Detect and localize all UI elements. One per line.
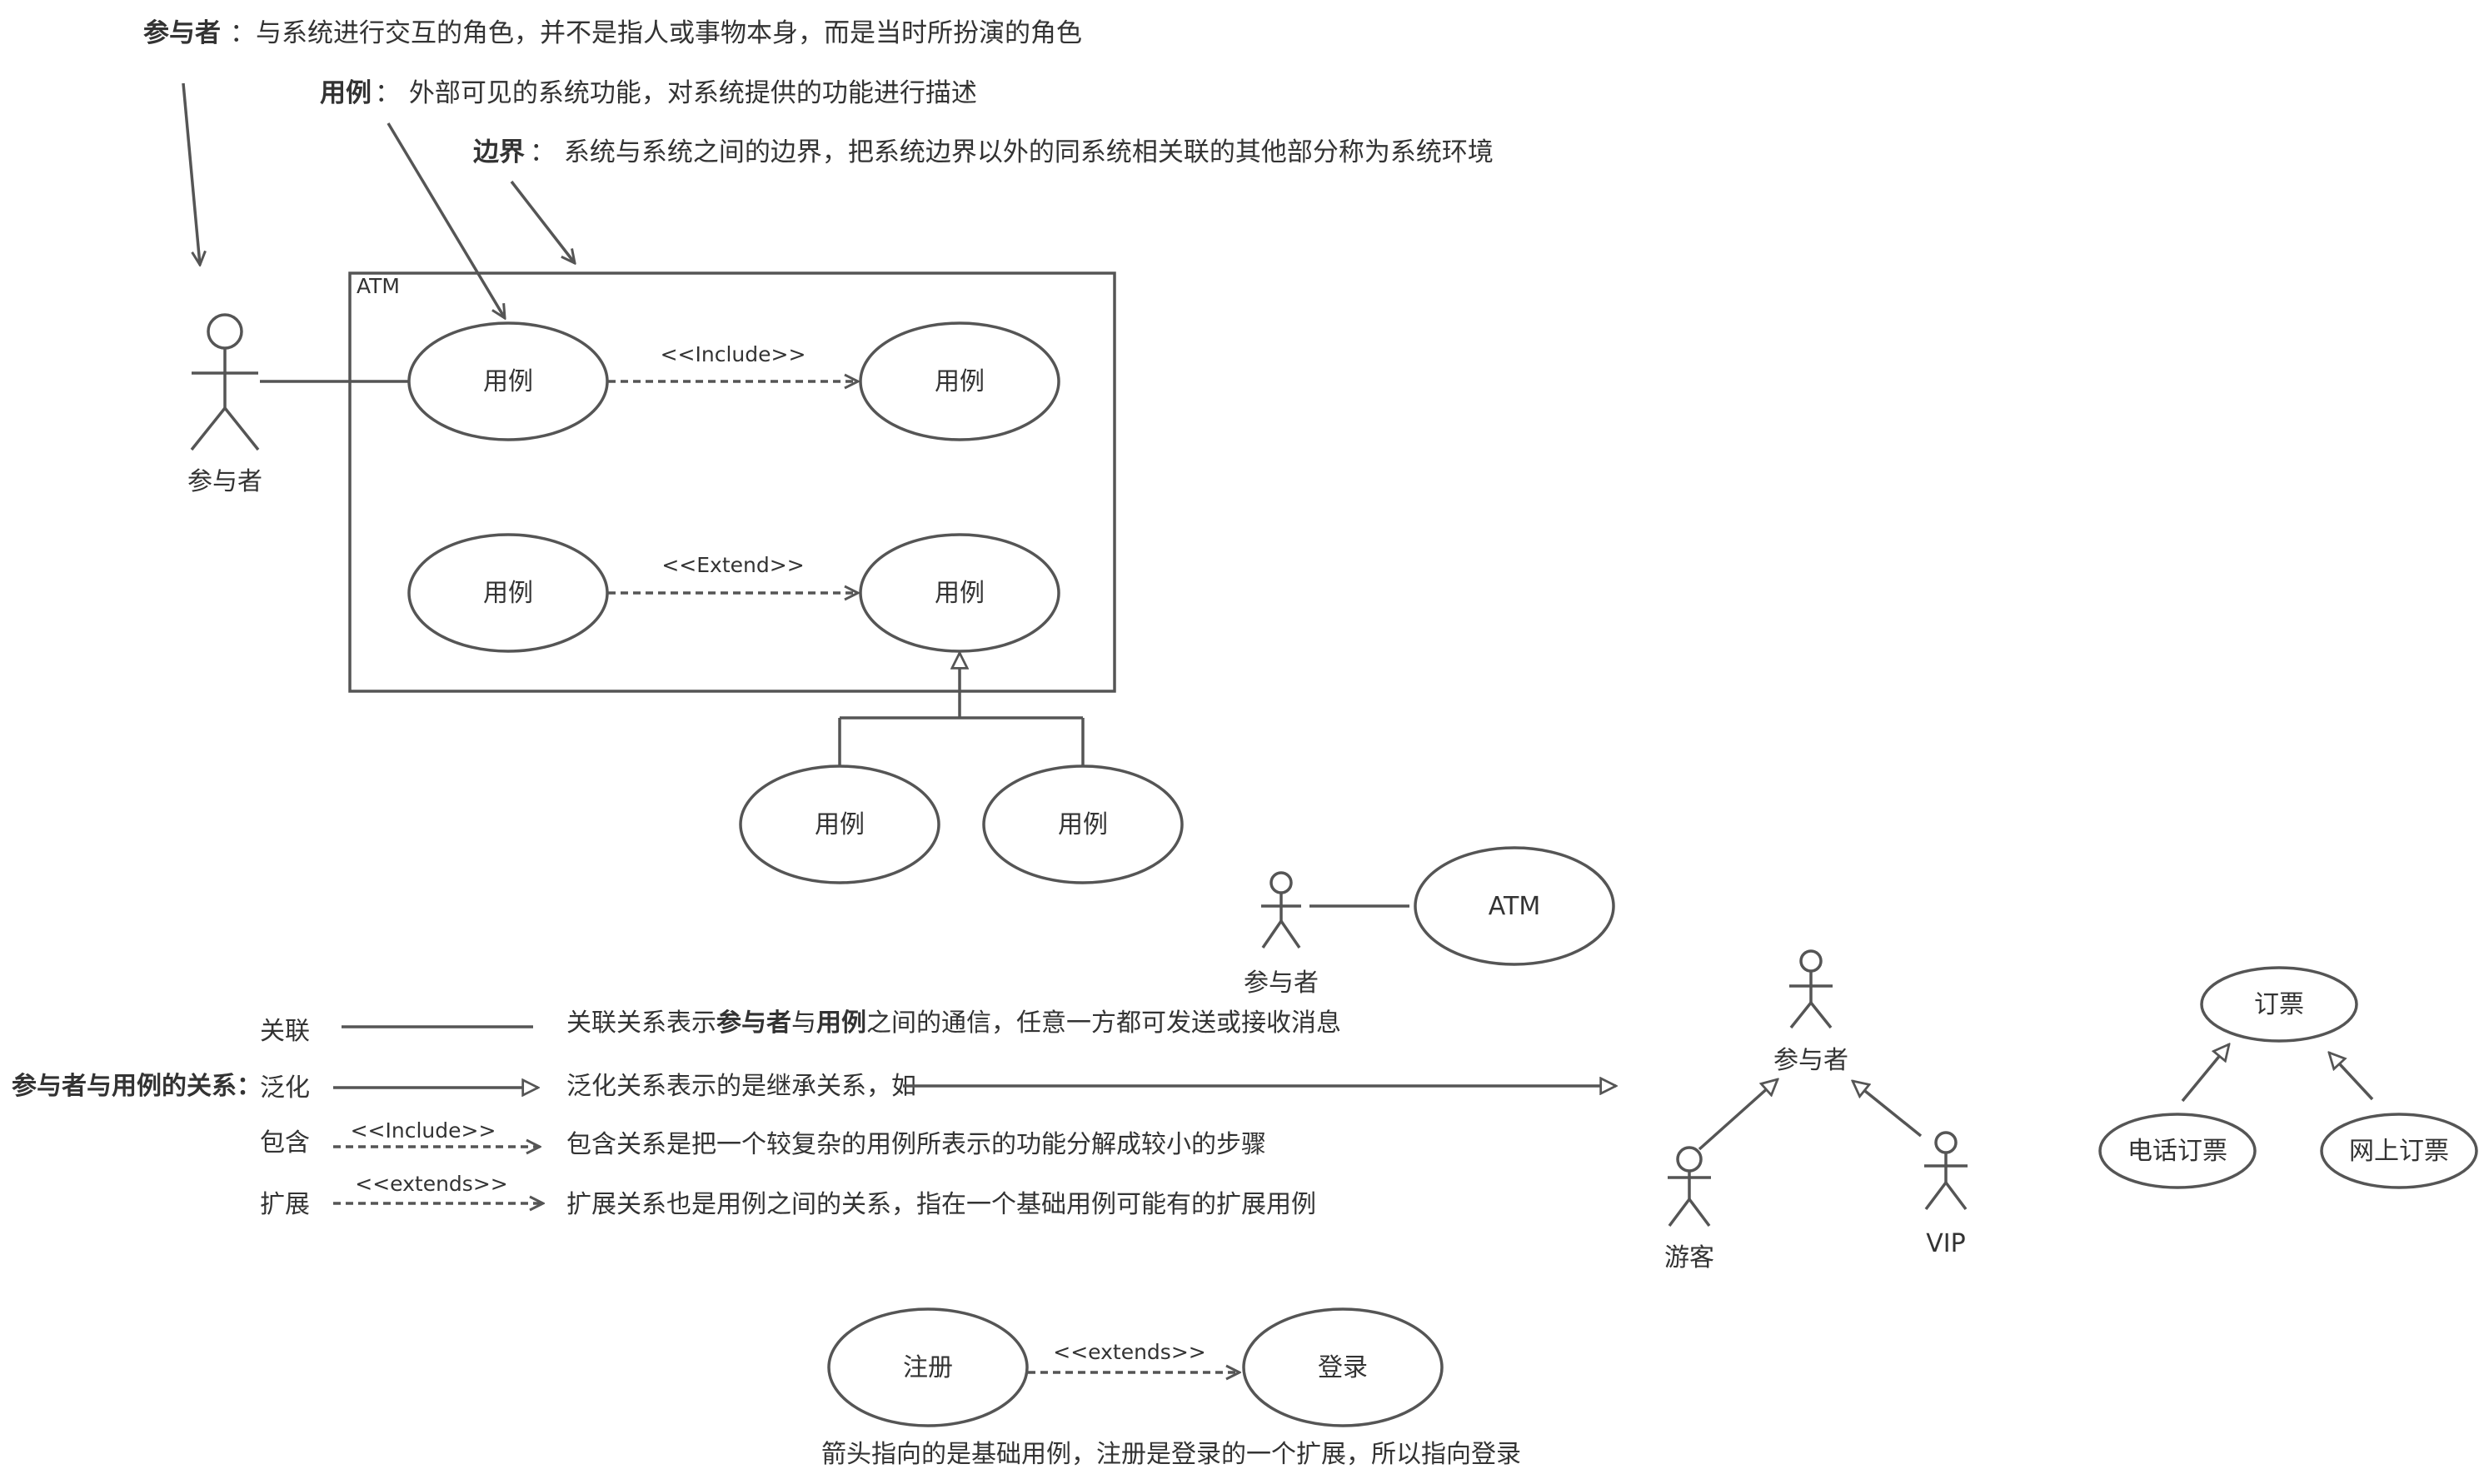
actor-vip-label: VIP xyxy=(1926,1229,1965,1258)
extends-example-label: <<extends>> xyxy=(1053,1340,1205,1364)
definition-actor-desc: ：与系统进行交互的角色，并不是指人或事物本身，而是当时所扮演的角色 xyxy=(230,18,1082,48)
usecase-label: 用例 xyxy=(483,579,533,608)
relation-association-name: 关联 xyxy=(260,1017,310,1046)
assoc-example-usecase: ATM xyxy=(1414,846,1615,966)
usecase-label: 用例 xyxy=(935,367,985,396)
actor-icon-visitor xyxy=(1668,1146,1711,1228)
definition-boundary-term: 边界 xyxy=(473,137,525,167)
usecase-label: 用例 xyxy=(815,810,865,839)
definition-usecase: 用例 ： 外部可见的系统功能，对系统提供的功能进行描述 xyxy=(320,78,977,108)
usecase-label: 用例 xyxy=(1058,810,1108,839)
actor-generalization-arrow-vip xyxy=(1853,1081,1923,1138)
actor-icon-small xyxy=(1261,871,1301,949)
actor-icon-vip xyxy=(1924,1131,1968,1211)
assoc-example-actor-label: 参与者 xyxy=(1244,969,1319,998)
usecase-generalization-arrow-phone xyxy=(2181,1044,2229,1103)
relation-extend-arrow-label: <<extends>> xyxy=(355,1172,507,1196)
usecase-extending: 用例 xyxy=(407,533,609,653)
pointer-arrow-boundary xyxy=(510,180,575,263)
usecase-label: 用例 xyxy=(483,367,533,396)
usecase-online-ticket: 网上订票 xyxy=(2320,1113,2478,1189)
usecase-base-extend: 用例 xyxy=(859,533,1060,653)
usecase-register: 注册 xyxy=(827,1307,1029,1427)
actor-icon xyxy=(190,313,260,451)
usecase-phone-ticket-label: 电话订票 xyxy=(2127,1137,2227,1166)
definition-usecase-desc: ： 外部可见的系统功能，对系统提供的功能进行描述 xyxy=(375,78,977,108)
actor-visitor-label: 游客 xyxy=(1664,1243,1714,1272)
actor-label: 参与者 xyxy=(187,467,262,496)
definition-usecase-term: 用例 xyxy=(320,78,372,108)
usecase-label: 用例 xyxy=(935,579,985,608)
relation-include-desc: 包含关系是把一个较复杂的用例所表示的功能分解成较小的步骤 xyxy=(566,1130,1266,1159)
usecase-login: 登录 xyxy=(1242,1307,1444,1427)
definition-boundary-desc: ： 系统与系统之间的边界，把系统边界以外的同系统相关联的其他部分称为系统环境 xyxy=(530,137,1494,167)
relation-generalization-name: 泛化 xyxy=(260,1073,310,1103)
system-boundary-atm xyxy=(348,271,1116,693)
usecase-child-right: 用例 xyxy=(982,764,1184,884)
relation-extend-name: 扩展 xyxy=(260,1190,310,1219)
system-boundary-label: ATM xyxy=(357,274,400,298)
usecase-generalization-arrow-online xyxy=(2329,1053,2374,1101)
relation-include-arrow-label: <<Include>> xyxy=(351,1118,496,1143)
usecase-ticket-label: 订票 xyxy=(2254,990,2304,1019)
relation-association-desc: 关联关系表示参与者与用例之间的通信，任意一方都可发送或接收消息 xyxy=(566,1008,1341,1038)
actor-parent-label: 参与者 xyxy=(1773,1046,1848,1075)
relations-heading: 参与者与用例的关系： xyxy=(12,1072,262,1101)
actor-icon-parent xyxy=(1789,949,1833,1029)
usecase-register-label: 注册 xyxy=(903,1353,953,1382)
usecase-phone-ticket: 电话订票 xyxy=(2098,1113,2257,1189)
usecase-base-include: 用例 xyxy=(407,321,609,441)
extend-label: <<Extend>> xyxy=(661,553,804,577)
relation-include-name: 包含 xyxy=(260,1128,310,1158)
usecase-online-ticket-label: 网上订票 xyxy=(2349,1137,2449,1166)
definition-actor: 参与者 ：与系统进行交互的角色，并不是指人或事物本身，而是当时所扮演的角色 xyxy=(143,18,1082,48)
relation-extend-desc: 扩展关系也是用例之间的关系，指在一个基础用例可能有的扩展用例 xyxy=(566,1190,1316,1219)
usecase-ticket: 订票 xyxy=(2200,966,2358,1043)
definition-boundary: 边界 ： 系统与系统之间的边界，把系统边界以外的同系统相关联的其他部分称为系统环… xyxy=(473,137,1494,167)
include-label: <<Include>> xyxy=(661,342,806,366)
generalization-tree xyxy=(838,653,1085,766)
pointer-arrow-usecase xyxy=(387,122,505,318)
actor-generalization-arrow-visitor xyxy=(1698,1079,1778,1151)
usecase-included: 用例 xyxy=(859,321,1060,441)
relation-generalization-desc: 泛化关系表示的是继承关系，如 xyxy=(566,1072,916,1101)
usecase-login-label: 登录 xyxy=(1318,1353,1368,1382)
extends-example-caption: 箭头指向的是基础用例，注册是登录的一个扩展，所以指向登录 xyxy=(821,1440,1521,1469)
pointer-arrow-actor xyxy=(182,82,200,265)
usecase-child-left: 用例 xyxy=(739,764,940,884)
definition-actor-term: 参与者 xyxy=(143,18,221,48)
assoc-example-usecase-label: ATM xyxy=(1489,892,1540,921)
